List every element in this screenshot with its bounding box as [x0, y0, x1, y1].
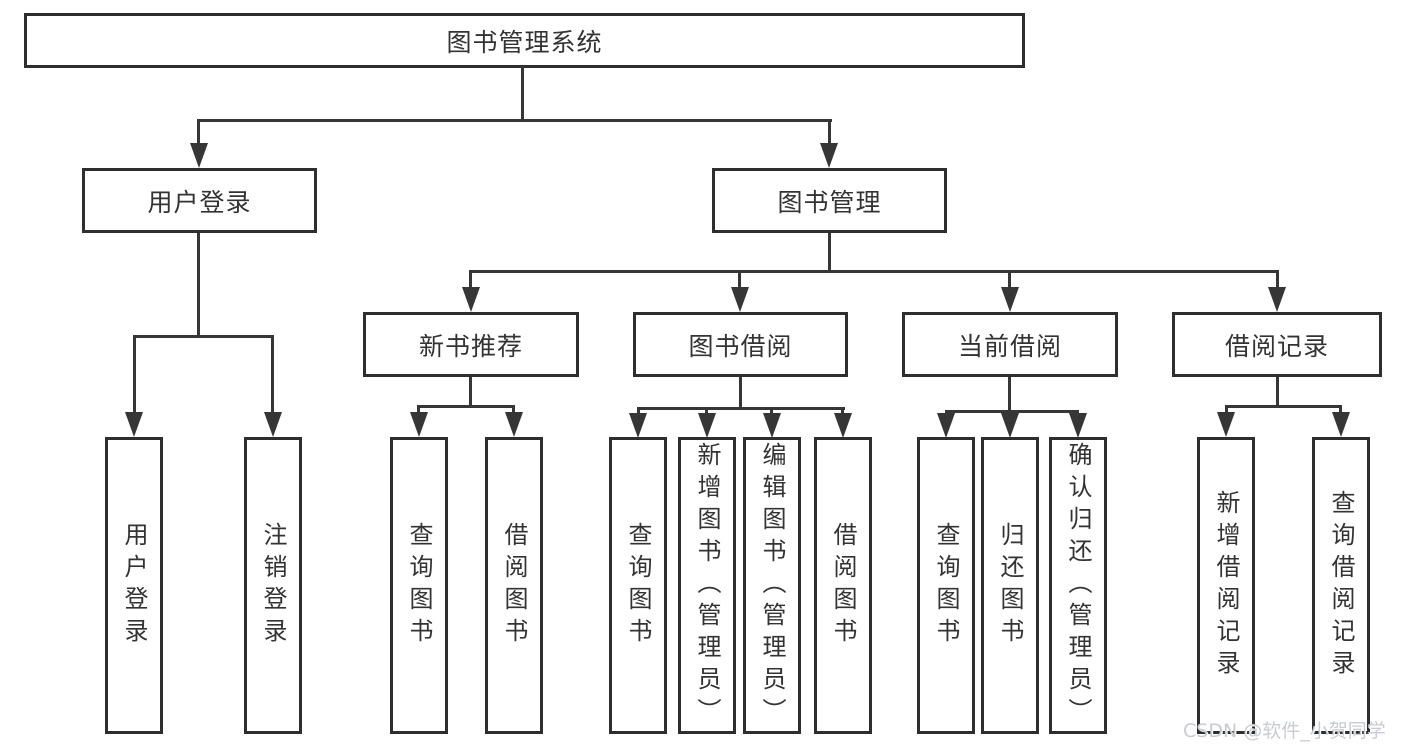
node-leaf-borrow-books: 借阅图书 — [814, 437, 872, 734]
arrow-down-icon — [410, 412, 428, 437]
arrow-down-icon — [698, 413, 716, 438]
node-leaf-user-login: 用户登录 — [105, 437, 163, 734]
arrow-down-icon — [1332, 412, 1350, 437]
node-leaf-return-books: 归还图书 — [981, 437, 1039, 734]
node-new-book-recommend-label: 新书推荐 — [418, 331, 523, 361]
connector-line — [197, 233, 200, 338]
connector-line — [469, 270, 1279, 273]
leaf-label: 确认归还（管理员） — [1064, 441, 1092, 730]
node-borrow-records: 借阅记录 — [1172, 312, 1382, 377]
arrow-down-icon — [264, 412, 282, 437]
node-user-login: 用户登录 — [82, 168, 317, 233]
leaf-label: 用户登录 — [120, 521, 148, 650]
leaf-label: 注销登录 — [259, 521, 287, 650]
node-leaf-borrow-books-recommend: 借阅图书 — [485, 437, 543, 734]
node-current-borrow-label: 当前借阅 — [957, 331, 1062, 361]
node-leaf-query-books-borrow: 查询图书 — [609, 437, 667, 734]
connector-line — [828, 233, 831, 272]
arrow-down-icon — [125, 412, 143, 437]
leaf-label: 查询图书 — [624, 521, 652, 650]
csdn-watermark: CSDN @软件_小贺同学 — [1183, 720, 1386, 742]
arrow-down-icon — [629, 413, 647, 438]
node-leaf-logout: 注销登录 — [244, 437, 302, 734]
arrow-down-icon — [1217, 412, 1235, 437]
node-leaf-add-borrow-record: 新增借阅记录 — [1197, 437, 1255, 734]
connector-line — [945, 410, 1079, 413]
leaf-label: 查询图书 — [405, 521, 433, 650]
node-book-borrow-label: 图书借阅 — [688, 331, 793, 361]
connector-line — [133, 335, 274, 338]
node-book-borrow: 图书借阅 — [633, 312, 848, 377]
arrow-down-icon — [937, 413, 955, 438]
node-root-label: 图书管理系统 — [446, 27, 603, 57]
node-root: 图书管理系统 — [24, 13, 1025, 68]
arrow-down-icon — [820, 143, 838, 168]
connector-line — [521, 66, 524, 121]
connector-line — [738, 270, 741, 292]
node-leaf-confirm-return-admin: 确认归还（管理员） — [1049, 437, 1107, 734]
connector-line — [1008, 377, 1011, 412]
leaf-label: 借阅图书 — [500, 521, 528, 650]
leaf-label: 新增图书（管理员） — [693, 441, 721, 730]
node-book-management: 图书管理 — [712, 168, 947, 233]
arrow-down-icon — [1268, 287, 1286, 312]
leaf-label: 查询借阅记录 — [1327, 489, 1355, 682]
connector-line — [1276, 270, 1279, 292]
leaf-label: 新增借阅记录 — [1212, 489, 1240, 682]
connector-line — [469, 377, 472, 407]
connector-line — [637, 407, 845, 410]
arrow-down-icon — [731, 287, 749, 312]
connector-line — [417, 405, 515, 408]
connector-line — [828, 119, 831, 149]
leaf-label: 查询图书 — [932, 521, 960, 650]
connector-line — [197, 119, 832, 122]
connector-line — [1225, 405, 1342, 408]
node-new-book-recommend: 新书推荐 — [363, 312, 579, 377]
connector-line — [271, 335, 274, 417]
arrow-down-icon — [834, 413, 852, 438]
node-leaf-edit-books-admin: 编辑图书（管理员） — [743, 437, 801, 734]
node-leaf-query-books-current: 查询图书 — [917, 437, 975, 734]
node-current-borrow: 当前借阅 — [902, 312, 1118, 377]
connector-line — [469, 270, 472, 292]
arrow-down-icon — [1069, 413, 1087, 438]
leaf-label: 归还图书 — [996, 521, 1024, 650]
leaf-label: 借阅图书 — [829, 521, 857, 650]
connector-line — [133, 335, 136, 417]
arrow-down-icon — [190, 143, 208, 168]
node-user-login-label: 用户登录 — [147, 187, 252, 217]
node-leaf-add-books-admin: 新增图书（管理员） — [678, 437, 736, 734]
connector-line — [197, 119, 200, 149]
arrow-down-icon — [1001, 287, 1019, 312]
leaf-label: 编辑图书（管理员） — [758, 441, 786, 730]
connector-line — [1276, 377, 1279, 407]
node-leaf-query-books-recommend: 查询图书 — [390, 437, 448, 734]
arrow-down-icon — [1001, 413, 1019, 438]
arrow-down-icon — [505, 412, 523, 437]
node-borrow-records-label: 借阅记录 — [1224, 331, 1329, 361]
connector-line — [739, 377, 742, 409]
node-leaf-query-borrow-record: 查询借阅记录 — [1312, 437, 1370, 734]
arrow-down-icon — [763, 413, 781, 438]
connector-line — [1008, 270, 1011, 292]
node-book-management-label: 图书管理 — [777, 187, 882, 217]
arrow-down-icon — [462, 287, 480, 312]
